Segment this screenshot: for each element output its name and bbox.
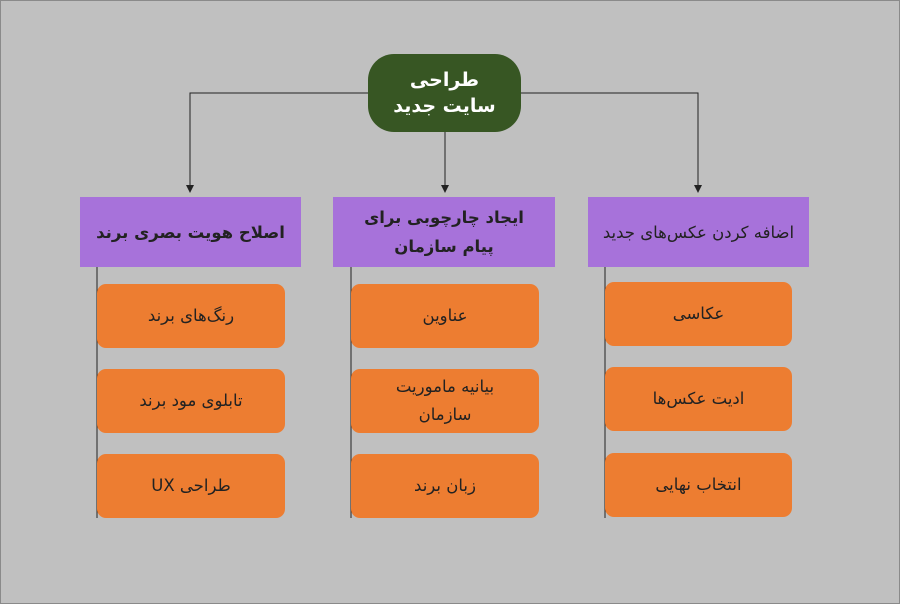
leaf-label: بیانیه ماموریت سازمان: [395, 377, 495, 424]
leaf-label: ادیت عکس‌ها: [652, 389, 745, 408]
leaf-label: رنگ‌های برند: [147, 306, 235, 325]
branch-node-messaging-framework: ایجاد چارچوبی برای پیام سازمان: [333, 197, 555, 267]
root-label: طراحی سایت جدید: [393, 69, 496, 117]
leaf-node: زبان برند: [351, 454, 539, 518]
leaf-node: بیانیه ماموریت سازمان: [351, 369, 539, 433]
leaf-label: عناوین: [422, 306, 468, 325]
leaf-label: زبان برند: [414, 476, 476, 495]
leaf-label: تابلوی مود برند: [139, 391, 243, 410]
leaf-node: طراحی UX: [97, 454, 285, 518]
leaf-label: عکاسی: [672, 304, 725, 323]
leaf-node: عکاسی: [605, 282, 792, 346]
branch-node-visual-identity: اصلاح هویت بصری برند: [80, 197, 301, 267]
connector-root-to-branch-3: [521, 92, 702, 193]
branch-label: اضافه کردن عکس‌های جدید: [602, 222, 795, 242]
root-node: طراحی سایت جدید: [368, 54, 521, 132]
leaf-label: انتخاب نهایی: [655, 475, 742, 494]
leaf-node: تابلوی مود برند: [97, 369, 285, 433]
branch-label: ایجاد چارچوبی برای پیام سازمان: [364, 208, 524, 256]
leaf-node: انتخاب نهایی: [605, 453, 792, 517]
leaf-node: عناوین: [351, 284, 539, 348]
leaf-node: ادیت عکس‌ها: [605, 367, 792, 431]
branch-label: اصلاح هویت بصری برند: [96, 222, 285, 242]
leaf-node: رنگ‌های برند: [97, 284, 285, 348]
branch-node-new-photos: اضافه کردن عکس‌های جدید: [588, 197, 809, 267]
connector-root-to-branch-1: [186, 92, 368, 193]
leaf-label: طراحی UX: [151, 476, 231, 495]
